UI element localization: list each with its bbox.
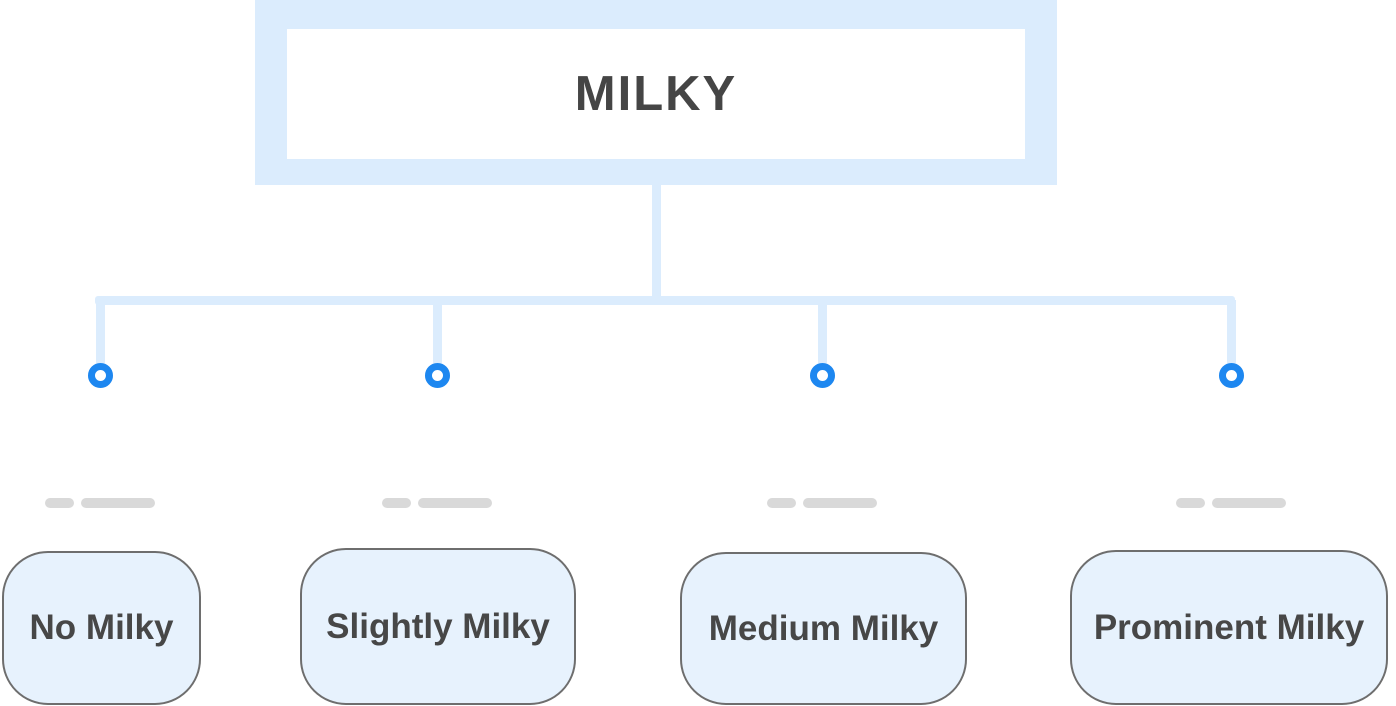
node-marker-icon <box>1219 363 1244 388</box>
placeholder-dash-long <box>418 498 492 508</box>
branch-connector-line <box>818 300 827 364</box>
root-node-frame: MILKY <box>255 0 1057 185</box>
category-label: Slightly Milky <box>326 606 550 646</box>
branch-connector-line <box>96 300 105 364</box>
category-box: Prominent Milky <box>1070 550 1388 705</box>
branch-connector-line <box>1227 300 1236 364</box>
trunk-connector-line <box>652 185 661 297</box>
node-marker-icon <box>810 363 835 388</box>
placeholder-dash-long <box>1212 498 1286 508</box>
placeholder-dash-short <box>382 498 411 508</box>
placeholder-dash-short <box>1176 498 1205 508</box>
category-label: No Milky <box>29 608 174 647</box>
placeholder-dash-long <box>803 498 877 508</box>
category-box: Medium Milky <box>680 552 967 705</box>
category-box: No Milky <box>2 551 201 705</box>
category-box: Slightly Milky <box>300 548 576 705</box>
placeholder-dash-short <box>767 498 796 508</box>
placeholder-dash-long <box>81 498 155 508</box>
placeholder-dash-short <box>45 498 74 508</box>
node-marker-icon <box>425 363 450 388</box>
category-label: Medium Milky <box>708 608 939 648</box>
root-node-label: MILKY <box>574 67 738 121</box>
root-node-card: MILKY <box>287 29 1025 159</box>
node-marker-icon <box>88 363 113 388</box>
branch-connector-line <box>433 300 442 364</box>
horizontal-connector-line <box>95 296 1235 305</box>
category-label: Prominent Milky <box>1093 607 1365 647</box>
